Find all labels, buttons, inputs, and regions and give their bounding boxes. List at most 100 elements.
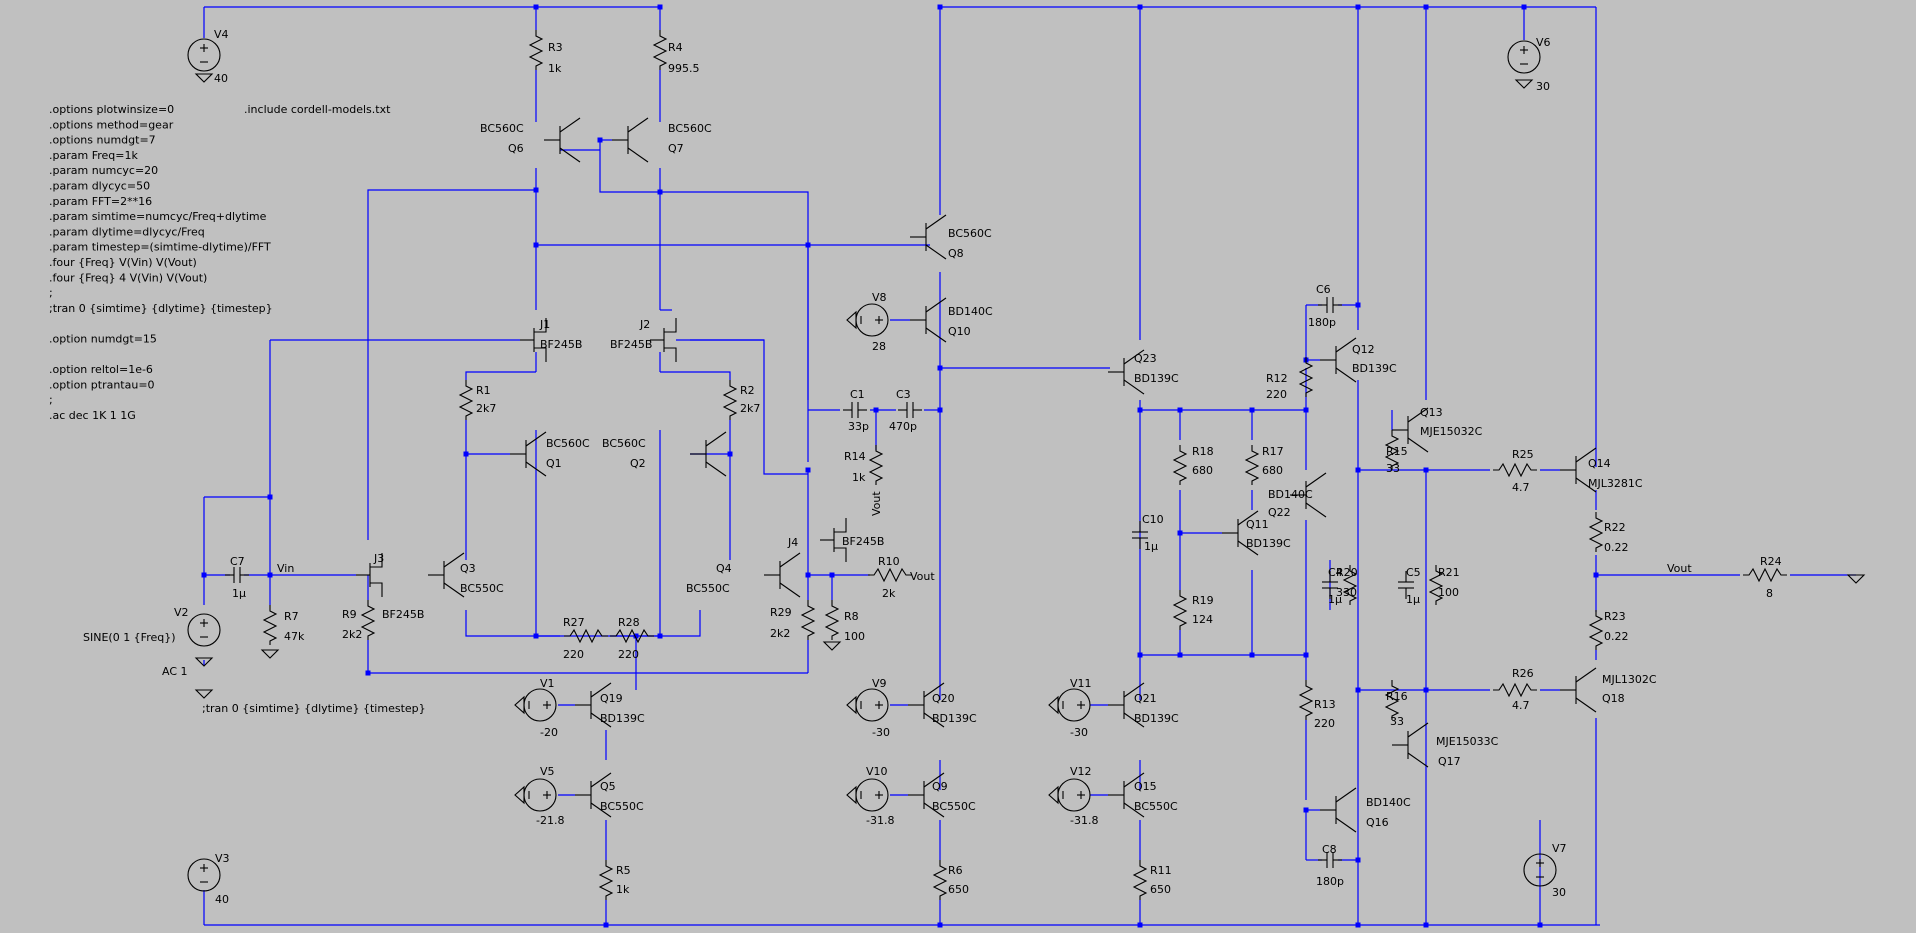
q23-model[interactable]: BD139C [1134, 372, 1179, 385]
j4-name[interactable]: J4 [787, 536, 798, 549]
v7-value[interactable]: 30 [1552, 886, 1566, 899]
c4-name[interactable]: C4 [1328, 566, 1343, 579]
q9-name[interactable]: Q9 [932, 780, 948, 793]
c10-value[interactable]: 1µ [1144, 540, 1158, 553]
j2-model[interactable]: BF245B [610, 338, 652, 351]
q19-name[interactable]: Q19 [600, 692, 623, 705]
c1-name[interactable]: C1 [850, 388, 865, 401]
v5-value[interactable]: -21.8 [536, 814, 564, 827]
spice-directive-line[interactable]: .param Freq=1k [49, 149, 138, 162]
c7-value[interactable]: 1µ [232, 587, 246, 600]
q7-name[interactable]: Q7 [668, 142, 684, 155]
q12-model[interactable]: BD139C [1352, 362, 1397, 375]
v5-name[interactable]: V5 [540, 765, 555, 778]
v2-name[interactable]: V2 [174, 606, 189, 619]
c3-value[interactable]: 470p [889, 420, 917, 433]
q11-model[interactable]: BD139C [1246, 537, 1291, 550]
q6-model[interactable]: BC560C [480, 122, 524, 135]
q2-model[interactable]: BC560C [602, 437, 646, 450]
r26-name[interactable]: R26 [1512, 667, 1534, 680]
v4-name[interactable]: V4 [214, 28, 229, 41]
r8-name[interactable]: R8 [844, 610, 859, 623]
r25-name[interactable]: R25 [1512, 448, 1534, 461]
r2-value[interactable]: 2k7 [740, 402, 760, 415]
c3-name[interactable]: C3 [896, 388, 911, 401]
spice-directive-line[interactable]: ; [49, 287, 53, 300]
r21-name[interactable]: R21 [1438, 566, 1460, 579]
q7-model[interactable]: BC560C [668, 122, 712, 135]
j2-name[interactable]: J2 [639, 318, 650, 331]
q8-name[interactable]: Q8 [948, 247, 964, 260]
q19-model[interactable]: BD139C [600, 712, 645, 725]
r14-value[interactable]: 1k [852, 471, 866, 484]
r6-name[interactable]: R6 [948, 864, 963, 877]
r5-value[interactable]: 1k [616, 883, 630, 896]
r20-name[interactable]: R20 [1336, 566, 1358, 579]
spice-directive-line[interactable]: .param dlytime=dlycyc/Freq [49, 225, 205, 238]
r9-name[interactable]: R9 [342, 608, 357, 621]
r17-name[interactable]: R17 [1262, 445, 1284, 458]
q18-name[interactable]: Q18 [1602, 692, 1625, 705]
r21-value[interactable]: 100 [1438, 586, 1459, 599]
q10-model[interactable]: BD140C [948, 305, 993, 318]
r2-name[interactable]: R2 [740, 384, 755, 397]
r7-value[interactable]: 47k [284, 630, 305, 643]
spice-directive-line[interactable]: ; [49, 394, 53, 407]
r1-name[interactable]: R1 [476, 384, 491, 397]
q6-name[interactable]: Q6 [508, 142, 524, 155]
v3-value[interactable]: 40 [215, 893, 229, 906]
r16-value[interactable]: 33 [1390, 715, 1404, 728]
spice-directive-line[interactable]: .option numdgt=15 [49, 333, 157, 346]
q1-name[interactable]: Q1 [546, 457, 562, 470]
spice-directive-line[interactable]: .param FFT=2**16 [49, 195, 152, 208]
q15-model[interactable]: BC550C [1134, 800, 1178, 813]
r6-value[interactable]: 650 [948, 883, 969, 896]
q14-model[interactable]: MJL3281C [1588, 477, 1643, 490]
spice-directive-line[interactable]: .options numdgt=7 [49, 134, 156, 147]
spice-directive-line[interactable]: .option ptrantau=0 [49, 378, 155, 391]
v11-value[interactable]: -30 [1070, 726, 1088, 739]
r24-name[interactable]: R24 [1760, 555, 1782, 568]
spice-directive-line[interactable]: .param simtime=numcyc/Freq+dlytime [49, 210, 267, 223]
q3-name[interactable]: Q3 [460, 562, 476, 575]
r19-name[interactable]: R19 [1192, 594, 1214, 607]
r3-name[interactable]: R3 [548, 41, 563, 54]
r13-value[interactable]: 220 [1314, 717, 1335, 730]
c5-value[interactable]: 1µ [1406, 593, 1420, 606]
r14-name[interactable]: R14 [844, 450, 866, 463]
v8-value[interactable]: 28 [872, 340, 886, 353]
r26-value[interactable]: 4.7 [1512, 699, 1530, 712]
q18-model[interactable]: MJL1302C [1602, 673, 1657, 686]
spice-directive-line[interactable]: .options method=gear [49, 118, 174, 131]
c7-name[interactable]: C7 [230, 555, 245, 568]
r3-value[interactable]: 1k [548, 62, 562, 75]
q13-model[interactable]: MJE15032C [1420, 425, 1483, 438]
v6-value[interactable]: 30 [1536, 80, 1550, 93]
j4-model[interactable]: BF245B [842, 535, 884, 548]
spice-directive-line[interactable]: .param numcyc=20 [49, 164, 158, 177]
q17-name[interactable]: Q17 [1438, 755, 1461, 768]
r15-value[interactable]: 33 [1386, 462, 1400, 475]
r29-name[interactable]: R29 [770, 606, 792, 619]
r18-value[interactable]: 680 [1192, 464, 1213, 477]
spice-directive-line[interactable]: .options plotwinsize=0 [49, 103, 174, 116]
q22-model[interactable]: BD140C [1268, 488, 1313, 501]
v4-value[interactable]: 40 [214, 72, 228, 85]
q5-name[interactable]: Q5 [600, 780, 616, 793]
v2-sine-value[interactable]: SINE(0 1 {Freq}) [83, 631, 176, 644]
v9-name[interactable]: V9 [872, 677, 887, 690]
r12-name[interactable]: R12 [1266, 372, 1288, 385]
r22-name[interactable]: R22 [1604, 521, 1626, 534]
spice-directive-line[interactable]: .param dlycyc=50 [49, 180, 150, 193]
tran-comment[interactable]: ;tran 0 {simtime} {dlytime} {timestep} [202, 702, 426, 715]
j3-name[interactable]: J3 [373, 552, 384, 565]
q22-name[interactable]: Q22 [1268, 506, 1291, 519]
c4-value[interactable]: 1µ [1328, 593, 1342, 606]
spice-directive-line[interactable]: .ac dec 1K 1 1G [49, 409, 136, 422]
r20-value[interactable]: 330 [1336, 586, 1357, 599]
r16-name[interactable]: R16 [1386, 690, 1408, 703]
q21-name[interactable]: Q21 [1134, 692, 1157, 705]
r12-value[interactable]: 220 [1266, 388, 1287, 401]
r28-value[interactable]: 220 [618, 648, 639, 661]
q21-model[interactable]: BD139C [1134, 712, 1179, 725]
